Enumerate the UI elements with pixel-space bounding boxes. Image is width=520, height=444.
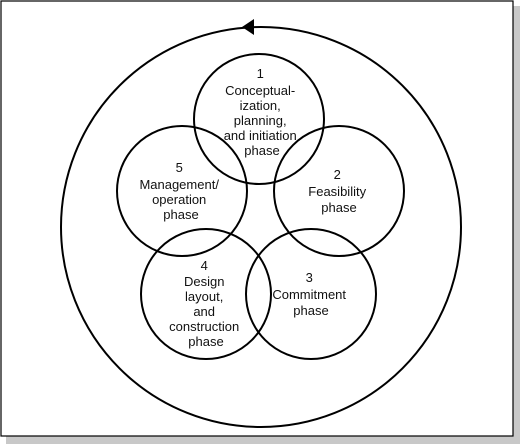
- phase-1-line-3: planning,: [234, 113, 287, 128]
- phase-1-line-1: Conceptual-: [225, 83, 295, 98]
- phase-2-circle: [273, 125, 405, 257]
- phase-1-circle: [193, 53, 325, 185]
- phase-3-circle: [245, 228, 377, 360]
- phase-2-line-2: phase: [321, 200, 356, 215]
- phase-2-number: 2: [334, 167, 341, 182]
- phase-2-line-1: Feasibility: [308, 184, 366, 199]
- phase-4-circle: [140, 228, 272, 360]
- phase-5-line-2: operation: [152, 192, 206, 207]
- phase-1-label: 1 Conceptual- ization, planning, and ini…: [224, 66, 301, 158]
- phase-3-line-2: phase: [293, 303, 328, 318]
- frame-border: [0, 0, 514, 437]
- phase-4-line-4: construction: [169, 319, 239, 334]
- phase-4-line-5: phase: [188, 334, 223, 349]
- phase-5-label: 5 Management/ operation phase: [139, 160, 222, 222]
- phase-1-line-2: ization,: [240, 98, 281, 113]
- phase-1-line-5: phase: [244, 143, 279, 158]
- phase-1-number: 1: [257, 66, 264, 81]
- cycle-circle: [60, 26, 462, 428]
- phase-5-circle: [116, 125, 248, 257]
- phase-4-line-1: Design: [184, 274, 224, 289]
- phase-4-number: 4: [201, 258, 208, 273]
- phase-5-line-3: phase: [163, 207, 198, 222]
- phase-5-number: 5: [176, 160, 183, 175]
- phase-4-line-3: and: [193, 304, 215, 319]
- cycle-arrow-icon: [242, 19, 254, 35]
- phase-1-line-4: and initiation: [224, 128, 297, 143]
- phase-3-line-1: Commitment: [272, 287, 346, 302]
- phase-5-line-1: Management/: [139, 177, 219, 192]
- phase-4-line-2: layout,: [185, 289, 223, 304]
- phase-2-label: 2 Feasibility phase: [308, 167, 369, 215]
- phase-3-label: 3 Commitment phase: [272, 270, 349, 318]
- phase-3-number: 3: [306, 270, 313, 285]
- phase-4-label: 4 Design layout, and construction phase: [169, 258, 243, 349]
